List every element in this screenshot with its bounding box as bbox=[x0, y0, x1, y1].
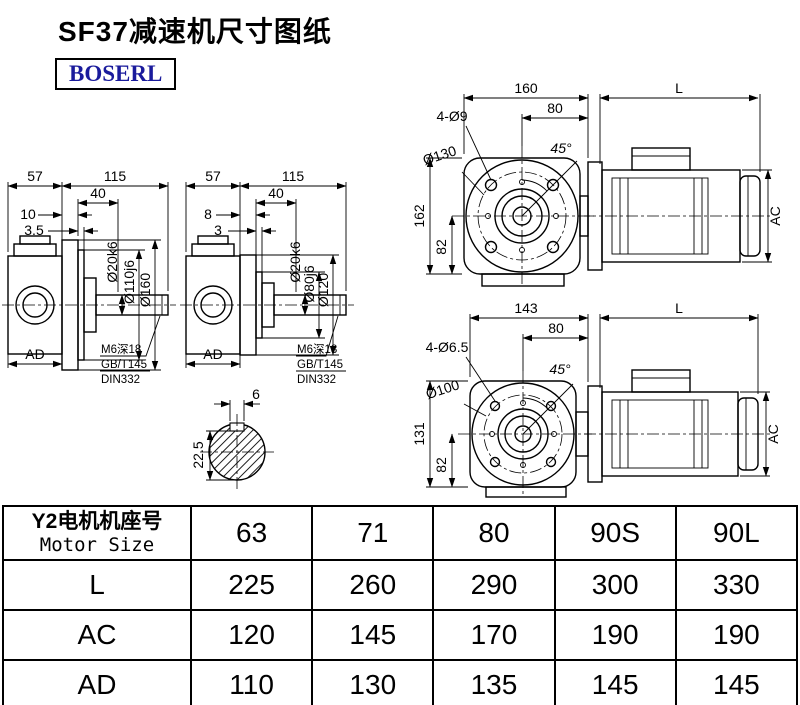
motor-size-90l: 90L bbox=[674, 505, 799, 561]
technical-drawing: 57 115 40 10 3.5 Ø20k6 Ø110j6 bbox=[2, 80, 783, 498]
dim-40: 40 bbox=[268, 185, 284, 201]
dim-82: 82 bbox=[433, 239, 449, 255]
motor-size-header-en: Motor Size bbox=[39, 533, 155, 556]
value-AD-80: 135 bbox=[432, 659, 556, 705]
motor-size-header-cn: Y2电机机座号 bbox=[31, 510, 163, 534]
dim-162: 162 bbox=[411, 204, 427, 228]
dim-ac: AC bbox=[767, 206, 783, 225]
dim-57: 57 bbox=[205, 168, 221, 184]
dim-key-width: 6 bbox=[252, 386, 260, 402]
note-din332: DIN332 bbox=[101, 374, 140, 386]
dim-80: 80 bbox=[548, 320, 564, 336]
dim-bolt-circle: Ø130 bbox=[421, 142, 459, 168]
view-shaft-section: 6 22.5 bbox=[190, 386, 274, 492]
table-row-L: L 225 260 290 300 330 bbox=[2, 559, 799, 611]
dim-40: 40 bbox=[90, 185, 106, 201]
dim-115: 115 bbox=[104, 168, 127, 184]
view-front-motor-top: 45° 4-Ø9 Ø130 160 80 L 162 82 bbox=[411, 80, 783, 287]
dim-shaft-dia: Ø20k6 bbox=[104, 241, 120, 282]
value-AD-90s: 145 bbox=[553, 659, 677, 705]
dim-3-5: 3.5 bbox=[24, 222, 44, 238]
dim-key-depth: 22.5 bbox=[190, 441, 206, 468]
dim-spigot-dia: Ø80j6 bbox=[301, 265, 317, 303]
dim-115: 115 bbox=[282, 168, 305, 184]
dim-45deg: 45° bbox=[550, 140, 572, 156]
value-AC-90s: 190 bbox=[553, 609, 677, 661]
page-title: SF37减速机尺寸图纸 bbox=[58, 16, 332, 47]
value-L-90s: 300 bbox=[553, 559, 677, 611]
note-din332: DIN332 bbox=[297, 374, 336, 386]
value-L-63: 225 bbox=[189, 559, 314, 611]
dim-ac: AC bbox=[765, 424, 781, 443]
motor-size-71: 71 bbox=[311, 505, 435, 561]
dim-spigot-dia: Ø110j6 bbox=[121, 260, 137, 304]
dim-flange-dia: Ø120 bbox=[315, 273, 331, 307]
value-AC-80: 170 bbox=[432, 609, 556, 661]
dim-10: 10 bbox=[20, 206, 36, 222]
table-row-AC: AC 120 145 170 190 190 bbox=[2, 609, 799, 661]
motor-size-80: 80 bbox=[432, 505, 556, 561]
dim-bolt-holes: 4-Ø9 bbox=[436, 108, 467, 124]
dimension-table: Y2电机机座号 Motor Size 63 71 80 90S 90L L 22… bbox=[2, 505, 799, 705]
dim-ad: AD bbox=[25, 346, 44, 362]
dim-L: L bbox=[675, 300, 683, 316]
value-L-80: 290 bbox=[432, 559, 556, 611]
value-AD-63: 110 bbox=[189, 659, 314, 705]
note-m6: M6深18 bbox=[101, 342, 141, 356]
dim-bolt-circle: Ø100 bbox=[424, 376, 462, 402]
note-m6: M6深18 bbox=[297, 342, 337, 356]
value-L-90l: 330 bbox=[674, 559, 799, 611]
value-AC-71: 145 bbox=[311, 609, 435, 661]
value-AC-63: 120 bbox=[189, 609, 314, 661]
dim-bolt-holes: 4-Ø6.5 bbox=[426, 339, 469, 355]
dim-3: 3 bbox=[214, 222, 222, 238]
dim-131: 131 bbox=[411, 422, 427, 446]
dim-57: 57 bbox=[27, 168, 43, 184]
view-front-motor-bottom: 45° 4-Ø6.5 Ø100 143 80 L 131 82 bbox=[411, 300, 781, 498]
dim-8: 8 bbox=[204, 206, 212, 222]
row-label-AC: AC bbox=[2, 609, 192, 661]
value-AD-71: 130 bbox=[311, 659, 435, 705]
dim-82: 82 bbox=[433, 457, 449, 473]
value-AD-90l: 145 bbox=[674, 659, 799, 705]
view-side-flange160: 57 115 40 10 3.5 Ø20k6 Ø110j6 bbox=[2, 168, 176, 386]
dim-L: L bbox=[675, 80, 683, 96]
view-side-flange120: 57 115 40 8 3 Ø20k6 Ø80j6 Ø120 bbox=[180, 168, 354, 386]
dim-143: 143 bbox=[514, 300, 538, 316]
note-gbt145: GB/T145 bbox=[101, 359, 147, 371]
note-gbt145: GB/T145 bbox=[297, 359, 343, 371]
dim-ad: AD bbox=[203, 346, 222, 362]
row-label-AD: AD bbox=[2, 659, 192, 705]
dim-flange-dia: Ø160 bbox=[137, 273, 153, 307]
brand-logo: BOSERL bbox=[55, 58, 177, 90]
value-AC-90l: 190 bbox=[674, 609, 799, 661]
dim-160: 160 bbox=[514, 80, 538, 96]
row-label-L: L bbox=[2, 559, 192, 611]
motor-size-header-cell: Y2电机机座号 Motor Size bbox=[2, 505, 192, 561]
dim-45deg: 45° bbox=[549, 361, 571, 377]
table-row-AD: AD 110 130 135 145 145 bbox=[2, 659, 799, 705]
dim-80: 80 bbox=[547, 100, 563, 116]
motor-size-63: 63 bbox=[189, 505, 314, 561]
motor-size-90s: 90S bbox=[553, 505, 677, 561]
value-L-71: 260 bbox=[311, 559, 435, 611]
table-row-header: Y2电机机座号 Motor Size 63 71 80 90S 90L bbox=[2, 505, 799, 561]
